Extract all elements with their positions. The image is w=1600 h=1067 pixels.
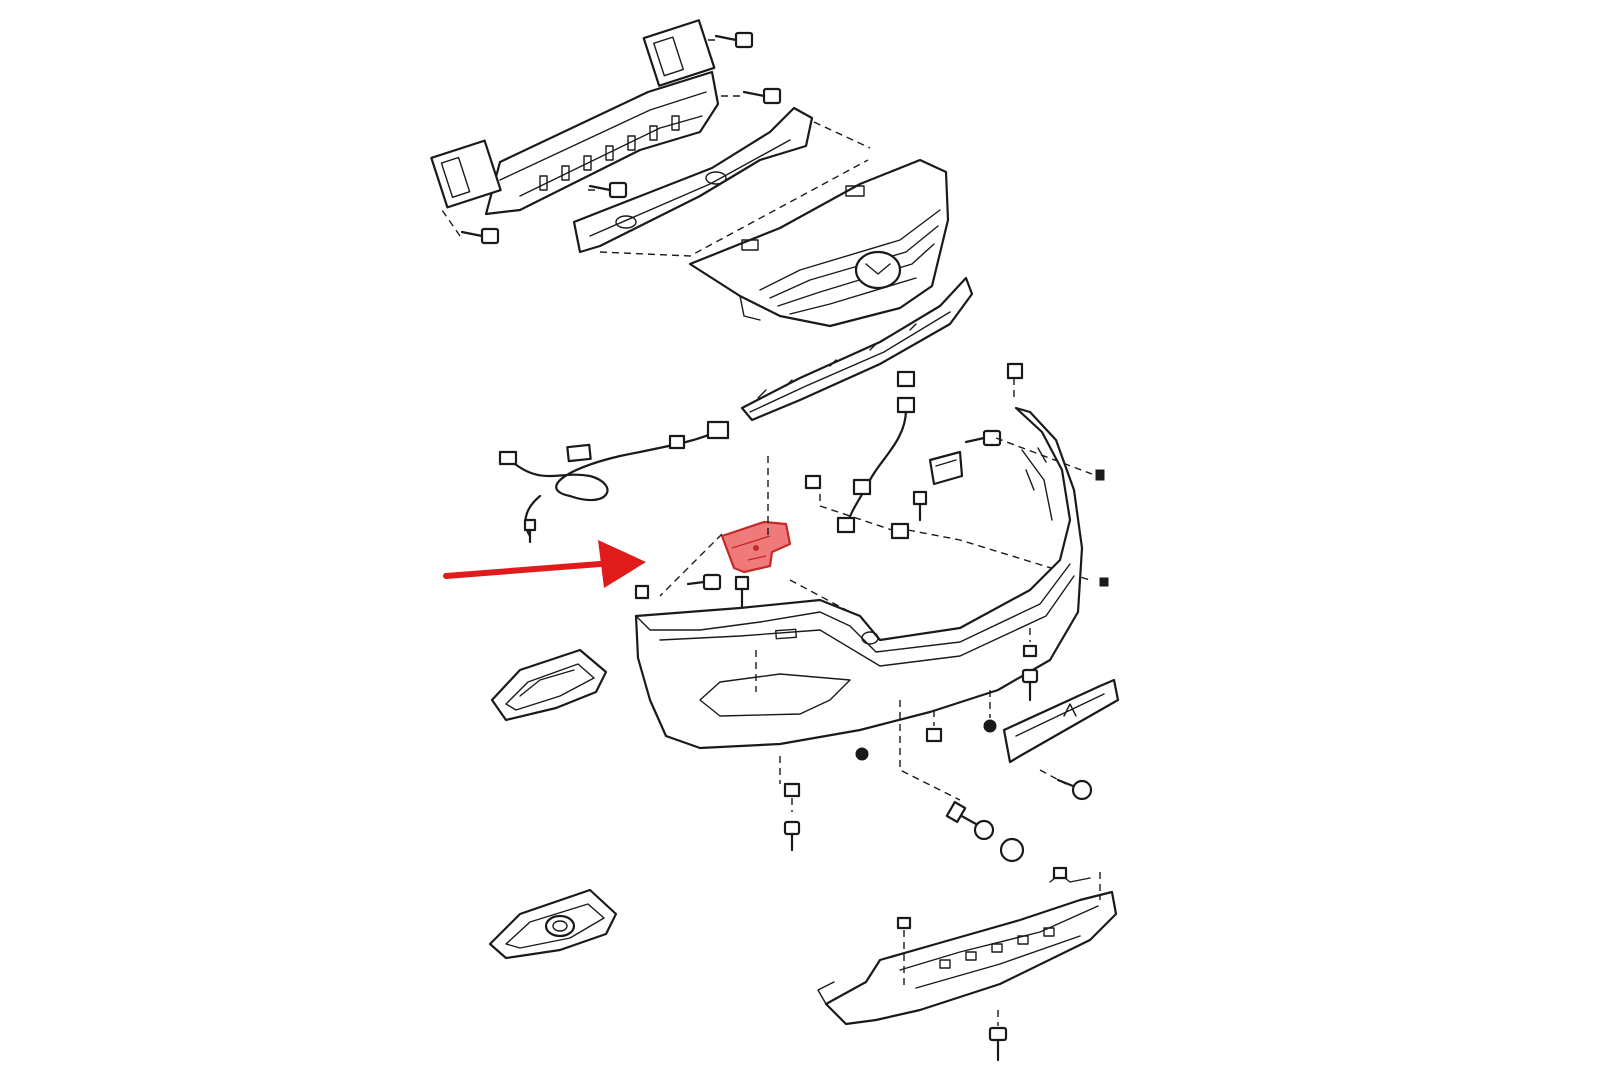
- fog-lamp-bezel: [490, 648, 608, 722]
- tow-hook: [945, 800, 995, 841]
- beam-bolts: [441, 31, 782, 245]
- fog-lamp-bezel-with-lamp: [488, 888, 618, 960]
- engine-undercover: [817, 866, 1118, 1062]
- bumper-bracket-highlighted: [720, 520, 792, 574]
- front-bumper-cover: [634, 406, 1084, 784]
- screw-small: [523, 518, 537, 544]
- tow-hook-cap: [999, 837, 1025, 863]
- wiring-harness: [498, 370, 916, 544]
- license-plate-bracket: [1002, 678, 1120, 801]
- lower-clips: [783, 628, 1039, 852]
- energy-absorber: [572, 106, 871, 257]
- bracket-fasteners: [634, 456, 851, 613]
- grille-lower-molding: [740, 276, 974, 422]
- radiator-grille: [688, 158, 950, 328]
- center-brackets: [804, 362, 1109, 587]
- red-arrow: [443, 540, 646, 588]
- bumper-reinforcement-beam: [430, 19, 720, 216]
